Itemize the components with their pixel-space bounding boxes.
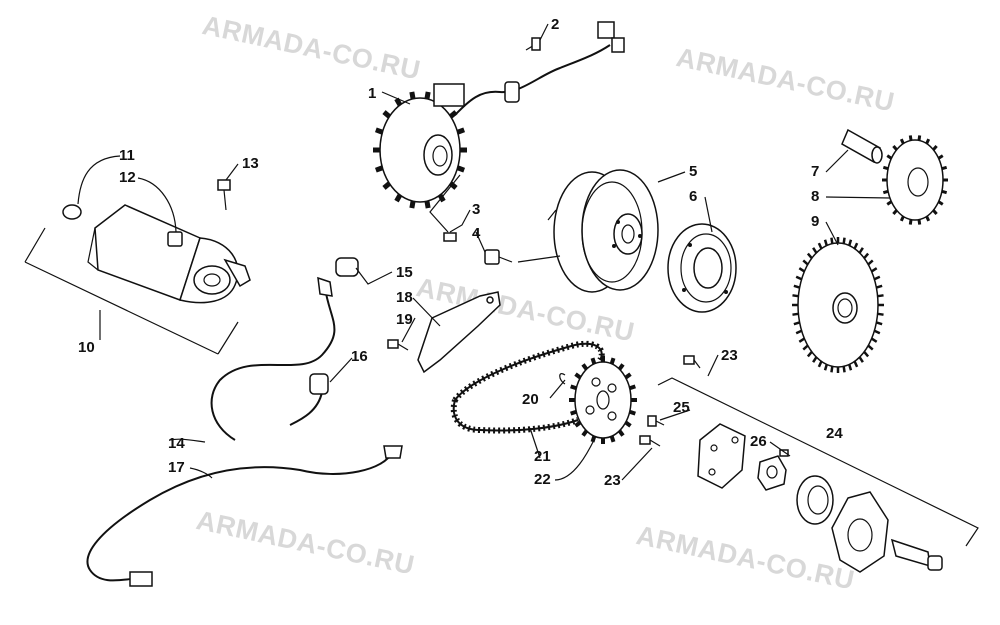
bolt-icon [639,355,701,447]
callout-26: 26 [750,433,767,450]
shaft-icon [841,128,883,164]
leader-lines [77,23,891,481]
callout-2: 2 [551,16,560,33]
o-ring-icon [62,204,82,220]
callout-16: 16 [351,348,368,365]
callout-1: 1 [368,85,377,102]
starter-motor-icon [87,204,251,304]
callout-8: 8 [811,188,820,205]
oil-pump-icon [697,423,943,573]
callout-7: 7 [811,163,820,180]
chain-icon [450,340,605,434]
driven-gear-icon [792,237,884,373]
callout-3: 3 [472,201,481,218]
callout-5: 5 [689,163,698,180]
callout-19: 19 [396,311,413,328]
battery-cable-icon [210,257,359,441]
starter-gear-icon [882,135,948,225]
callout-10: 10 [78,339,95,356]
sprocket-icon [569,356,637,444]
clip-icon [559,373,566,385]
bolt-icon [217,179,231,211]
callout-24: 24 [826,425,843,442]
chain-guide-icon [417,291,501,374]
battery-cable-icon [289,373,329,426]
bolt-icon [387,339,409,351]
callout-20: 20 [522,391,539,408]
callout-18: 18 [396,289,413,306]
callout-11: 11 [119,147,135,164]
callout-15: 15 [396,264,413,281]
callout-25: 25 [673,399,690,416]
callout-12: 12 [119,169,136,186]
callout-23: 23 [721,347,738,364]
callout-22: 22 [534,471,551,488]
callout-21: 21 [534,448,551,465]
flywheel-icon [553,169,659,293]
starter-clutch-icon [667,223,737,313]
callout-23b: 23 [604,472,621,489]
callout-4: 4 [472,225,481,242]
callout-14: 14 [168,435,185,452]
callout-9: 9 [811,213,820,230]
bolt-icon [443,232,513,265]
ground-cable-icon [86,445,403,587]
stator-icon [373,21,625,209]
callout-17: 17 [168,459,185,476]
bolt-icon [525,37,541,51]
callout-13: 13 [242,155,259,172]
callout-6: 6 [689,188,698,205]
